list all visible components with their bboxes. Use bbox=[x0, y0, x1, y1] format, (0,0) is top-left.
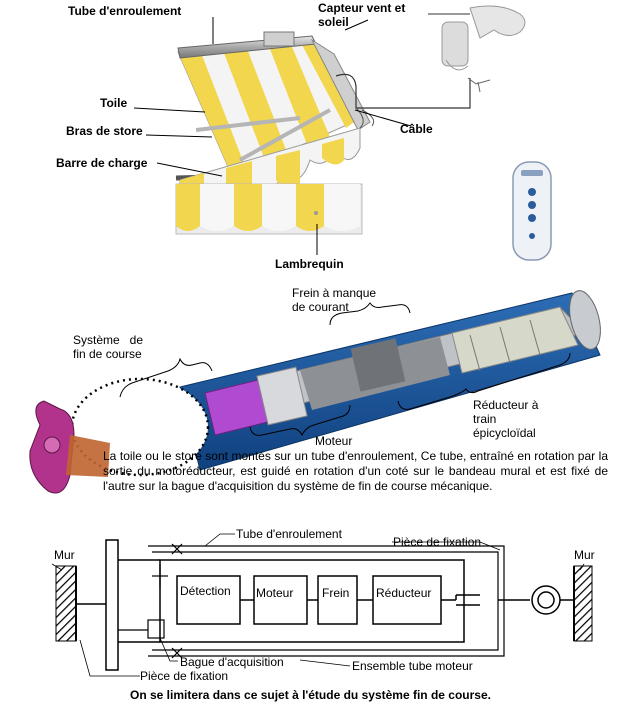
label-systeme-fin-line1: Système de bbox=[73, 333, 144, 347]
label-mur-left: Mur bbox=[54, 548, 75, 562]
awning-illustration bbox=[133, 5, 552, 261]
description-paragraph: La toile ou le store sont montés sur un … bbox=[103, 449, 608, 493]
label-capteur-line1: Capteur vent et bbox=[318, 1, 406, 15]
label-cable: Câble bbox=[400, 122, 433, 136]
label-bras-de-store: Bras de store bbox=[66, 124, 143, 138]
label-mur-right: Mur bbox=[574, 548, 595, 562]
box-detection bbox=[176, 575, 241, 625]
label-reducteur-line1: Réducteur à bbox=[473, 398, 539, 412]
schema-shafts bbox=[240, 594, 480, 606]
schema-leader-lines bbox=[51, 533, 585, 677]
box-frein bbox=[317, 575, 358, 625]
label-ensemble-tube-moteur: Ensemble tube moteur bbox=[352, 659, 473, 673]
wind-sun-sensor-icon bbox=[428, 5, 526, 93]
end-of-travel-mechanism bbox=[29, 400, 110, 494]
label-toile: Toile bbox=[100, 96, 128, 110]
label-frein-line1: Frein à manque bbox=[292, 286, 377, 300]
awning-roller-tube bbox=[177, 31, 317, 59]
label-reducteur-line2: train bbox=[473, 412, 497, 426]
awning-cable bbox=[335, 73, 471, 109]
fixing-piece-left bbox=[105, 539, 119, 671]
label-moteur: Moteur bbox=[315, 434, 353, 448]
awning-arms bbox=[195, 108, 331, 162]
label-systeme-fin-line2: fin de course bbox=[73, 347, 142, 361]
label-barre-de-charge: Barre de charge bbox=[56, 156, 148, 170]
label-tube-enroulement: Tube d'enroulement bbox=[68, 4, 182, 18]
label-piece-fixation-bottom: Pièce de fixation bbox=[140, 669, 229, 683]
tube-crosses bbox=[171, 543, 183, 659]
right-bearing bbox=[498, 585, 574, 615]
awning-canvas bbox=[177, 39, 359, 177]
awning-leader-lines bbox=[133, 17, 412, 255]
label-lambrequin: Lambrequin bbox=[275, 257, 344, 271]
footer-note: On se limitera dans ce sujet à l'étude d… bbox=[130, 688, 491, 702]
wall-right bbox=[573, 565, 593, 642]
label-moteur-schema: Moteur bbox=[256, 586, 294, 600]
box-moteur bbox=[253, 575, 308, 625]
label-bague-acquisition: Bague d'acquisition bbox=[180, 655, 284, 669]
acquisition-ring bbox=[118, 564, 168, 639]
label-frein: Frein bbox=[322, 586, 350, 600]
label-tube-enroulement-schema: Tube d'enroulement bbox=[236, 527, 342, 541]
label-reducteur-line3: épicycloïdal bbox=[473, 426, 536, 440]
label-detection: Détection bbox=[180, 584, 231, 598]
motor-braces bbox=[119, 302, 571, 437]
kinematic-schema bbox=[51, 533, 593, 677]
motor-frame bbox=[159, 559, 465, 643]
label-capteur-line2: soleil bbox=[318, 15, 349, 29]
label-reducteur: Réducteur bbox=[376, 586, 432, 600]
label-frein-line2: de courant bbox=[292, 300, 349, 314]
wall-left bbox=[55, 565, 77, 642]
remote-control-icon bbox=[512, 161, 552, 261]
box-reducteur bbox=[372, 575, 442, 625]
rolling-tube bbox=[148, 545, 505, 657]
motor-cutaway-illustration bbox=[29, 290, 601, 494]
label-piece-fixation-top: Pièce de fixation bbox=[393, 535, 482, 549]
